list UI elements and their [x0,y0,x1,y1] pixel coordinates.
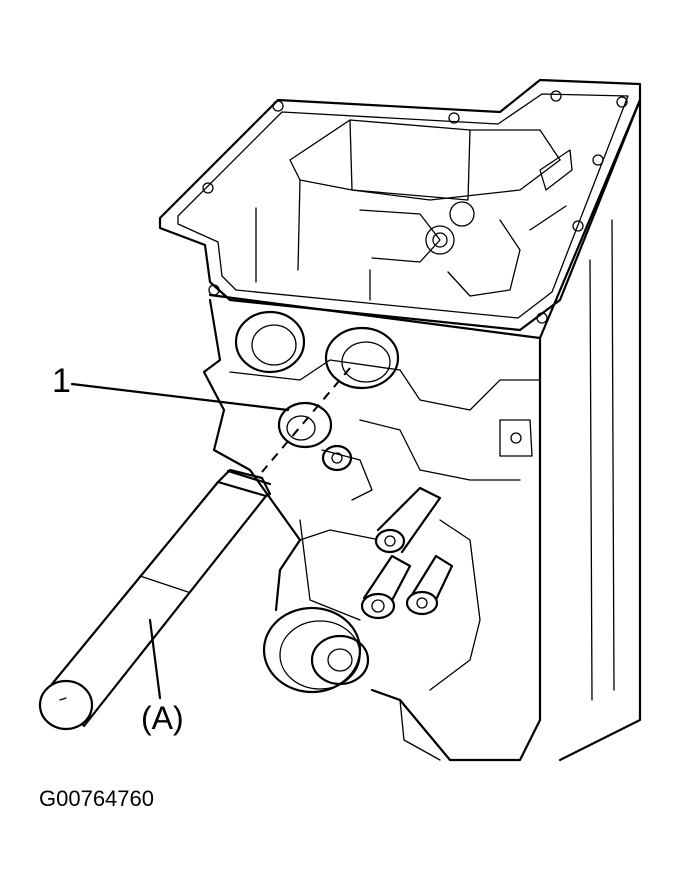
case-top-flange [158,78,642,332]
bearing-bore-left [234,310,306,374]
case-inner-cavity [255,119,573,301]
bearing-bore-right [324,326,400,390]
output-bore [262,606,370,694]
callout-label-a: (A) [141,700,184,736]
insertion-path-line [261,367,351,473]
case-front-wall [202,98,642,762]
callout-a-leader [148,618,162,700]
installer-tool-a [38,468,272,731]
shift-rod-upper [374,486,442,554]
callout-1-leader [70,382,290,412]
case-boss [321,444,373,501]
oil-seal-part-1 [277,401,333,449]
figure-id: G00764760 [39,786,154,811]
shift-rod-lower-left [360,554,412,620]
shift-rod-lower-right [405,554,454,616]
callout-label-1: 1 [52,362,71,400]
